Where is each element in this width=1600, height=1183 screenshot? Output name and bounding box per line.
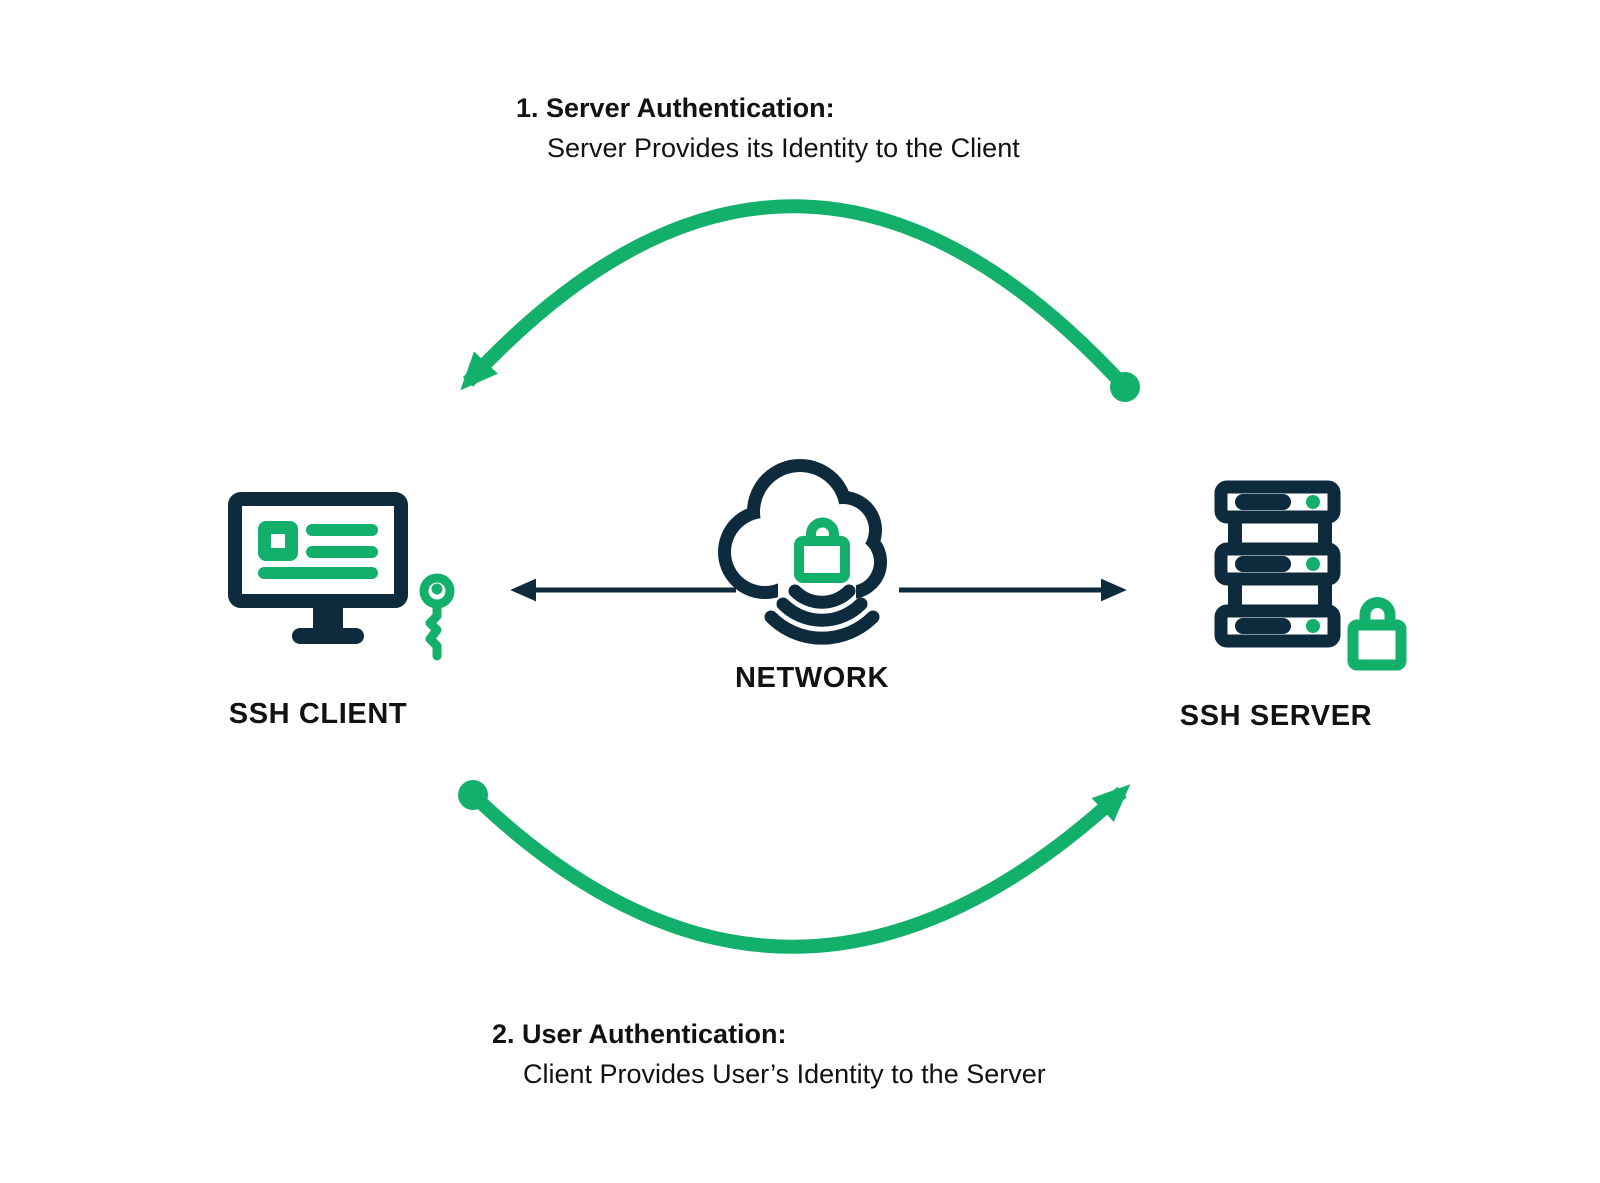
user-auth-subtitle: Client Provides User’s Identity to the S… bbox=[523, 1059, 1046, 1089]
server-auth-annotation: 1. Server Authentication: Server Provide… bbox=[516, 88, 1020, 168]
arrow-origin-dot bbox=[1110, 372, 1140, 402]
network-icon bbox=[718, 459, 887, 645]
server-auth-title: 1. Server Authentication: bbox=[516, 93, 835, 123]
network-label: NETWORK bbox=[734, 662, 890, 694]
status-dot bbox=[1306, 495, 1320, 509]
ssh-client-label: SSH CLIENT bbox=[228, 698, 408, 730]
arrow-origin-dot bbox=[458, 780, 488, 810]
user-auth-arrow bbox=[458, 780, 1131, 954]
server-auth-arrow bbox=[460, 199, 1140, 402]
status-dot bbox=[1306, 557, 1320, 571]
server-auth-subtitle: Server Provides its Identity to the Clie… bbox=[547, 133, 1020, 163]
wifi-icon bbox=[764, 584, 880, 645]
lock-icon bbox=[794, 517, 850, 583]
monitor-icon bbox=[228, 492, 408, 644]
user-auth-title: 2. User Authentication: bbox=[492, 1019, 787, 1049]
status-dot bbox=[1306, 619, 1320, 633]
lock-icon bbox=[1347, 597, 1407, 671]
user-auth-annotation: 2. User Authentication: Client Provides … bbox=[492, 1014, 1046, 1094]
ssh-server-label: SSH SERVER bbox=[1179, 700, 1373, 732]
key-icon bbox=[419, 573, 455, 661]
ssh-server-icon bbox=[1214, 480, 1407, 671]
server-stack-icon bbox=[1214, 480, 1341, 648]
ssh-client-icon bbox=[228, 492, 455, 661]
